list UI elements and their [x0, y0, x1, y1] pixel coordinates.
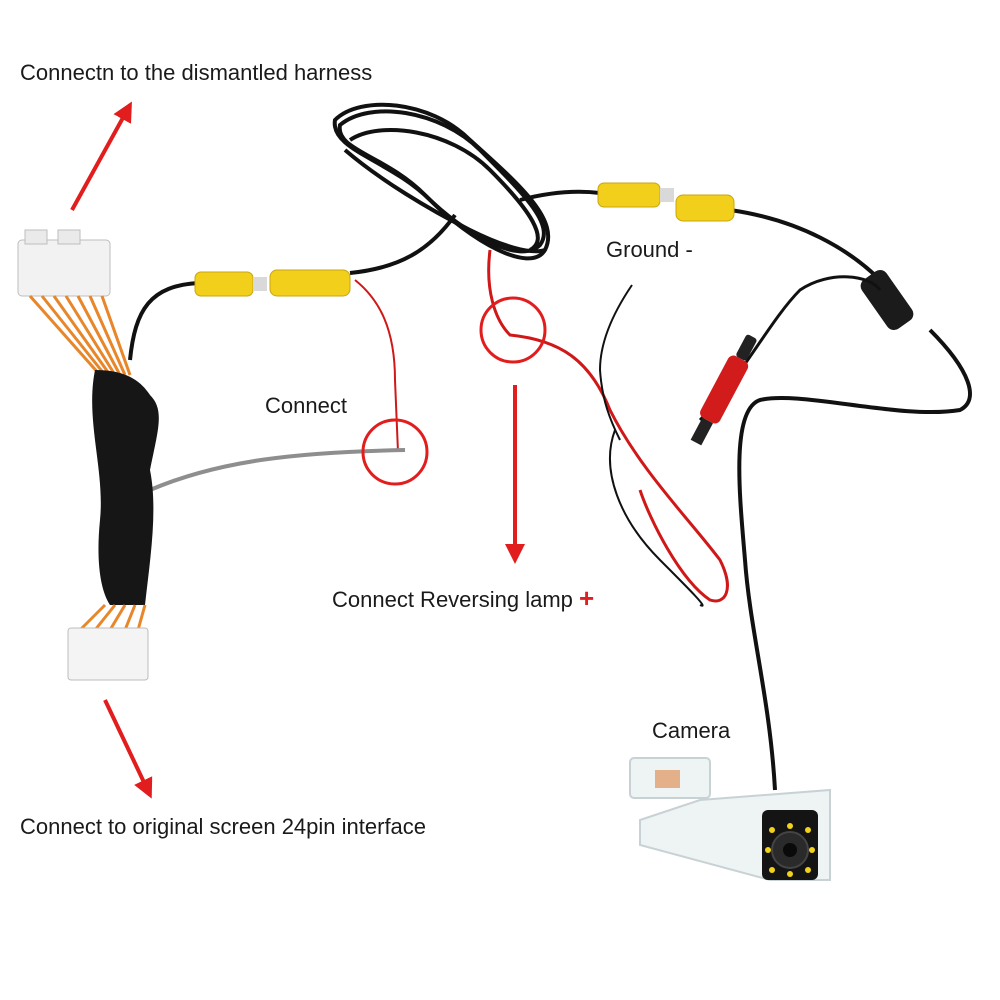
harness-label: Connectn to the dismantled harness: [20, 60, 373, 85]
screen-label: Connect to original screen 24pin interfa…: [20, 814, 427, 839]
reversing-text: Connect Reversing lamp: [332, 587, 573, 612]
reversing-circle: [479, 296, 547, 364]
red-wire-loop: [609, 429, 704, 607]
video-cable-junction: [729, 208, 882, 282]
video-cable-left: [349, 213, 457, 275]
coiled-cable: [332, 102, 551, 261]
video-cable-harness: [128, 281, 201, 361]
ground-wire: [598, 284, 633, 441]
rca-connector-left: [194, 269, 351, 297]
camera-cable: [737, 328, 972, 791]
connect-circle: [361, 418, 429, 486]
camera-label: Camera: [652, 718, 731, 743]
video-cable-right: [519, 189, 601, 202]
junction-box: [860, 269, 914, 331]
screen-arrow: [103, 699, 153, 799]
connect-label: Connect: [265, 393, 347, 418]
harness-arrow: [70, 101, 132, 211]
reversing-plus: +: [579, 583, 595, 613]
red-wire-connect: [354, 279, 399, 453]
rca-connector-right: [597, 182, 735, 222]
camera-assembly: [629, 757, 831, 881]
grey-wire: [149, 448, 406, 492]
wire-harness: [17, 229, 159, 681]
reversing-label: Connect Reversing lamp +: [332, 583, 594, 614]
ground-label: Ground -: [606, 237, 693, 262]
red-power-plug: [690, 334, 757, 446]
red-wire-reversing: [487, 249, 729, 603]
